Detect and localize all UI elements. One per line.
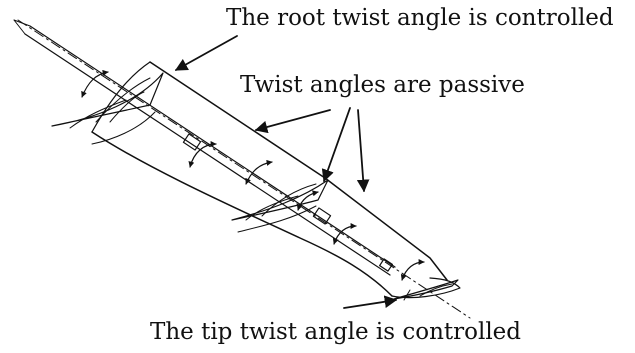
tip-pointer-arrow [343, 295, 398, 309]
root-pointer-arrow [174, 35, 238, 71]
tip-rib [393, 279, 459, 301]
rotation-arrow-rib2 [245, 159, 273, 185]
rotation-arrow-rib1 [188, 141, 217, 168]
root-rib [51, 72, 164, 145]
wing-outline [91, 61, 461, 299]
passive-pointer-arrow-2 [321, 107, 351, 183]
passive-pointer-arrow-3 [356, 109, 370, 193]
rotation-arrow-tip [400, 259, 425, 281]
spar-shaft [13, 19, 471, 319]
rotation-arrow-rib4 [332, 223, 357, 245]
rotation-arrow-root [81, 69, 109, 98]
passive-pointer-arrow-1 [254, 109, 331, 134]
twist-rotation-arrows [81, 69, 425, 281]
tip-twist-label: The tip twist angle is controlled [150, 319, 521, 345]
passive-twist-label: Twist angles are passive [240, 72, 525, 98]
root-twist-label: The root twist angle is controlled [226, 5, 614, 31]
rotation-arrow-rib3 [296, 190, 319, 211]
